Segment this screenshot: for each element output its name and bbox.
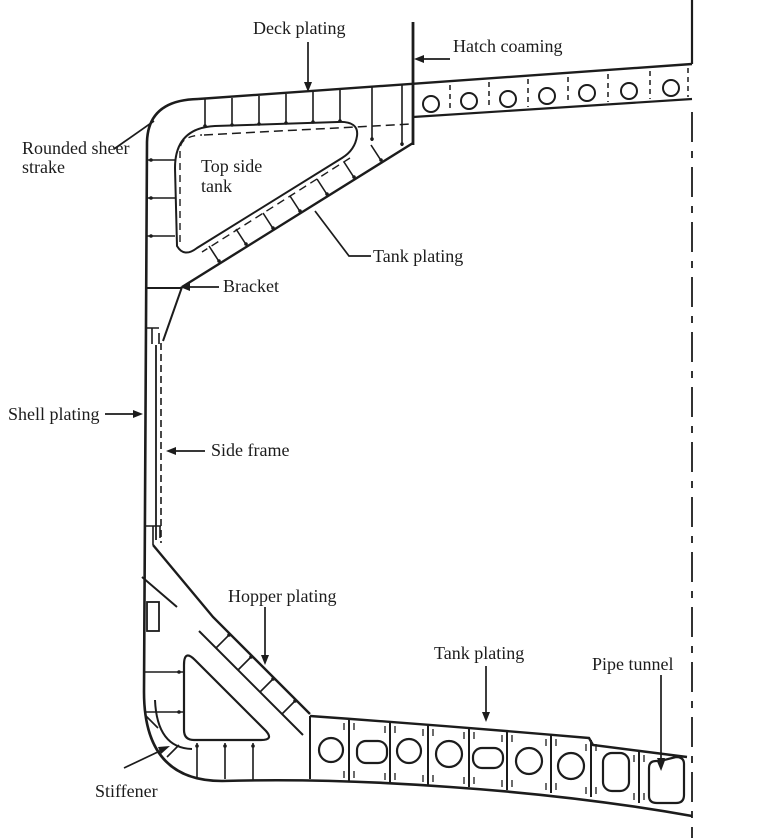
label-side-frame: Side frame (211, 440, 289, 460)
hatch-coaming-arrowhead (414, 55, 424, 63)
tank-inner-frame-ring (173, 120, 359, 254)
leaders (105, 42, 665, 769)
hopper-plating-line (152, 544, 311, 715)
bottom-lightening-holes (317, 736, 631, 793)
bilge-stiffener-ticks (145, 715, 180, 758)
label-bracket: Bracket (223, 276, 279, 296)
frame-top-clip (146, 327, 160, 344)
stiffener-leader (123, 749, 163, 769)
top-side-tank-structure (146, 120, 414, 342)
tank-faceplate-hidden-line-slope (201, 157, 351, 253)
tank-faceplate-hidden-line-left (179, 134, 203, 242)
deck-plating-arrowhead (304, 82, 312, 92)
tank-top-plating-line (309, 714, 688, 759)
hopper-tick-dots (227, 633, 297, 703)
deck-plating-line (197, 62, 693, 101)
label-hopper-plating: Hopper plating (228, 586, 336, 606)
rounded-sheer-leader (113, 120, 155, 150)
tank-sloped-plating-line (181, 141, 414, 289)
lower-bracket-edge (141, 576, 178, 608)
upper-bracket-edge (162, 286, 183, 342)
shell-plating-line (142, 97, 693, 818)
label-rounded-sheer-1: Rounded sheer (22, 138, 129, 158)
pipe-tunnel-arrowhead (657, 758, 665, 768)
label-stiffener: Stiffener (95, 781, 158, 801)
label-tank-plating-bottom: Tank plating (434, 643, 524, 663)
label-hatch-coaming: Hatch coaming (453, 36, 562, 56)
slope-stiffener-ticks (208, 144, 383, 264)
tank-plating-bottom-arrowhead (482, 712, 490, 722)
hopper-tank-structure (141, 544, 311, 780)
deck-hidden-line (203, 123, 412, 136)
side-frame-arrowhead (166, 447, 176, 455)
label-top-side-tank-2: tank (201, 176, 232, 196)
stiffener-arrowhead (158, 746, 170, 754)
pipe-tunnel-outline (647, 755, 686, 805)
label-shell-plating: Shell plating (8, 404, 100, 424)
label-pipe-tunnel: Pipe tunnel (592, 654, 674, 674)
deck-beam-divisions (449, 68, 689, 112)
hopper-inner-line (198, 630, 304, 736)
side-stringer (146, 601, 160, 632)
floors (309, 716, 640, 803)
hopper-inner-frame-ring (182, 654, 271, 742)
bracket-arrowhead (180, 283, 190, 291)
label-tank-plating-top: Tank plating (373, 246, 463, 266)
label-deck-plating: Deck plating (253, 18, 345, 38)
tank-plating-top-leader (314, 210, 371, 257)
hopper-stiffener-ticks (215, 633, 297, 715)
hopper-plating-arrowhead (261, 655, 269, 665)
shell-plating-arrowhead (133, 410, 143, 418)
deck-structure (197, 22, 693, 146)
label-rounded-sheer-2: strake (22, 157, 65, 177)
callout-labels: Deck plating Hatch coaming Rounded sheer… (8, 18, 674, 801)
hopper-bottom-ticks (196, 743, 254, 780)
floor-end-scallop-dashes (343, 723, 645, 800)
bilge-inner-line (154, 699, 193, 750)
deck-stiffener-ticks (204, 84, 403, 146)
hopper-side-ticks (144, 671, 183, 713)
slope-tick-dots (217, 158, 383, 263)
deck-inner-line (412, 97, 693, 119)
side-frame-structure (146, 327, 162, 632)
frame-bottom-clip (146, 525, 161, 545)
deck-lightening-holes (422, 79, 680, 113)
double-bottom-structure (309, 714, 688, 805)
label-top-side-tank-1: Top side (201, 156, 262, 176)
